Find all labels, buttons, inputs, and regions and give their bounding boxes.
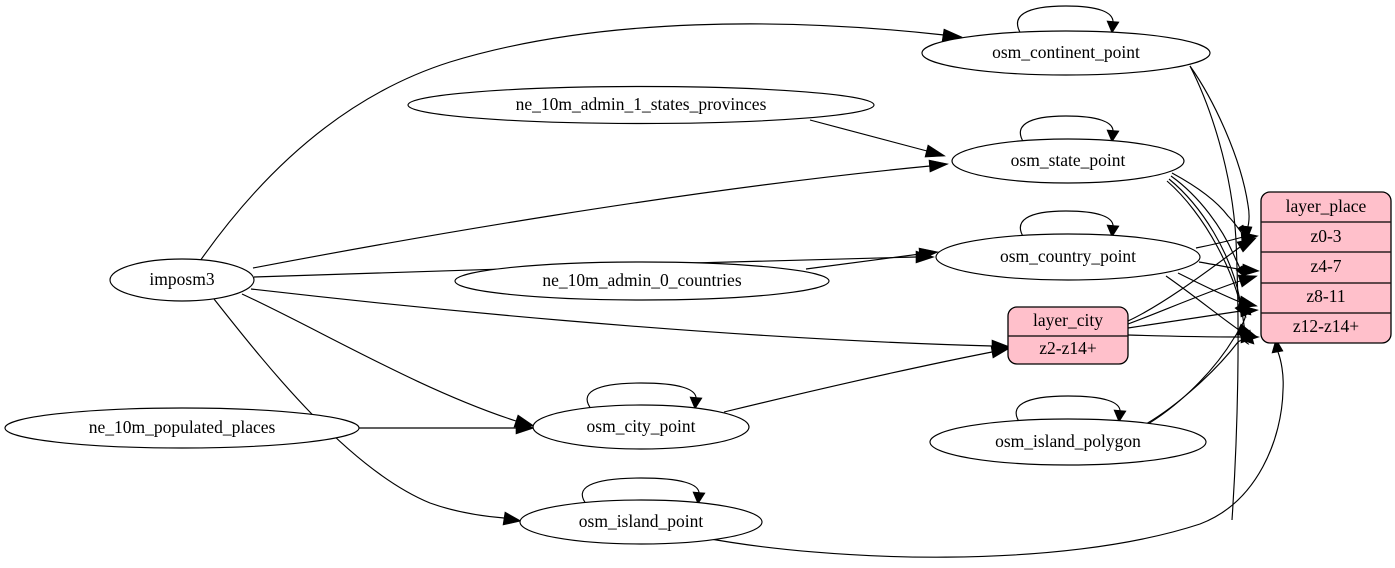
edge-ne-populated-to-osm-city-point <box>359 421 535 435</box>
edge-osm-island-polygon-to-layer-place-z12-14 <box>1145 329 1255 425</box>
node-layer: imposm3 ne_10m_admin_1_states_provinces … <box>4 30 1211 545</box>
edge-self-loop-osm-island-polygon <box>1015 395 1127 424</box>
edge-osm-island-polygon-to-layer-place-z8-11 <box>1142 300 1252 428</box>
edge-osm-country-point-to-layer-place-z4-7 <box>1198 261 1260 277</box>
node-label-osm-country-point: osm_country_point <box>1000 246 1136 266</box>
node-label-osm-city-point: osm_city_point <box>587 416 696 436</box>
record-title-layer-city: layer_city <box>1033 310 1103 330</box>
edge-osm-island-point-to-layer-place-z12-14 <box>699 338 1284 558</box>
record-row-layer-place-z0-3[interactable]: z0-3 <box>1310 226 1341 246</box>
node-label-osm-island-polygon: osm_island_polygon <box>995 431 1141 451</box>
edge-self-loop-osm-island-point <box>581 477 706 506</box>
record-node-layer-city[interactable]: layer_city z2-z14+ <box>1007 306 1129 365</box>
record-layer: layer_city z2-z14+ layer_place z0-3 z4-7… <box>1007 191 1392 365</box>
edge-layer-city-to-layer-place-z4-7 <box>1127 274 1258 325</box>
record-row-layer-place-z4-7[interactable]: z4-7 <box>1310 256 1341 276</box>
node-label-ne-states: ne_10m_admin_1_states_provinces <box>516 94 767 114</box>
edge-osm-state-point-to-layer-place-z0-3 <box>1171 172 1250 239</box>
node-label-osm-island-point: osm_island_point <box>579 511 704 531</box>
edge-layer <box>199 5 1284 558</box>
node-osm-state-point[interactable]: osm_state_point <box>951 138 1185 184</box>
edge-osm-continent-point-tail <box>1189 65 1239 521</box>
edge-osm-continent-point-to-layer-place-z0-3 <box>1189 65 1253 241</box>
node-label-imposm3: imposm3 <box>149 269 214 289</box>
record-row-layer-city-z2[interactable]: z2-z14+ <box>1039 338 1097 358</box>
edge-self-loop-osm-continent-point <box>1016 5 1120 35</box>
node-ne-10m-admin-1-states-provinces[interactable]: ne_10m_admin_1_states_provinces <box>407 85 875 125</box>
record-row-layer-place-z12-14[interactable]: z12-z14+ <box>1293 316 1359 336</box>
record-row-layer-place-z8-11[interactable]: z8-11 <box>1306 286 1345 306</box>
node-label-ne-populated: ne_10m_populated_places <box>89 417 276 437</box>
edge-imposm3-to-osm-island-point <box>213 298 522 526</box>
edge-self-loop-osm-city-point <box>586 382 703 411</box>
node-ne-10m-admin-0-countries[interactable]: ne_10m_admin_0_countries <box>454 261 830 301</box>
edge-self-loop-osm-country-point <box>1019 210 1120 239</box>
node-imposm3[interactable]: imposm3 <box>109 258 255 302</box>
node-osm-continent-point[interactable]: osm_continent_point <box>921 30 1211 76</box>
node-osm-island-point[interactable]: osm_island_point <box>519 499 763 545</box>
node-label-ne-countries: ne_10m_admin_0_countries <box>542 270 741 290</box>
edge-self-loop-osm-state-point <box>1019 115 1120 144</box>
node-label-osm-continent-point: osm_continent_point <box>992 42 1140 62</box>
edge-layer-city-to-layer-place-z0-3 <box>1127 237 1257 322</box>
node-ne-10m-populated-places[interactable]: ne_10m_populated_places <box>4 407 360 449</box>
edge-osm-city-point-to-layer-city <box>723 345 1011 413</box>
record-title-layer-place: layer_place <box>1286 196 1367 216</box>
edge-ne-states-to-osm-state-point <box>809 119 946 158</box>
edge-imposm3-to-osm-continent-point <box>199 23 963 262</box>
node-osm-city-point[interactable]: osm_city_point <box>532 404 750 450</box>
edge-imposm3-to-osm-state-point <box>252 159 949 269</box>
edge-ne-countries-to-osm-country-point <box>805 247 939 270</box>
record-node-layer-place[interactable]: layer_place z0-3 z4-7 z8-11 z12-z14+ <box>1260 191 1392 344</box>
node-osm-country-point[interactable]: osm_country_point <box>935 233 1201 281</box>
node-osm-island-polygon[interactable]: osm_island_polygon <box>929 418 1207 466</box>
node-label-osm-state-point: osm_state_point <box>1011 150 1126 170</box>
